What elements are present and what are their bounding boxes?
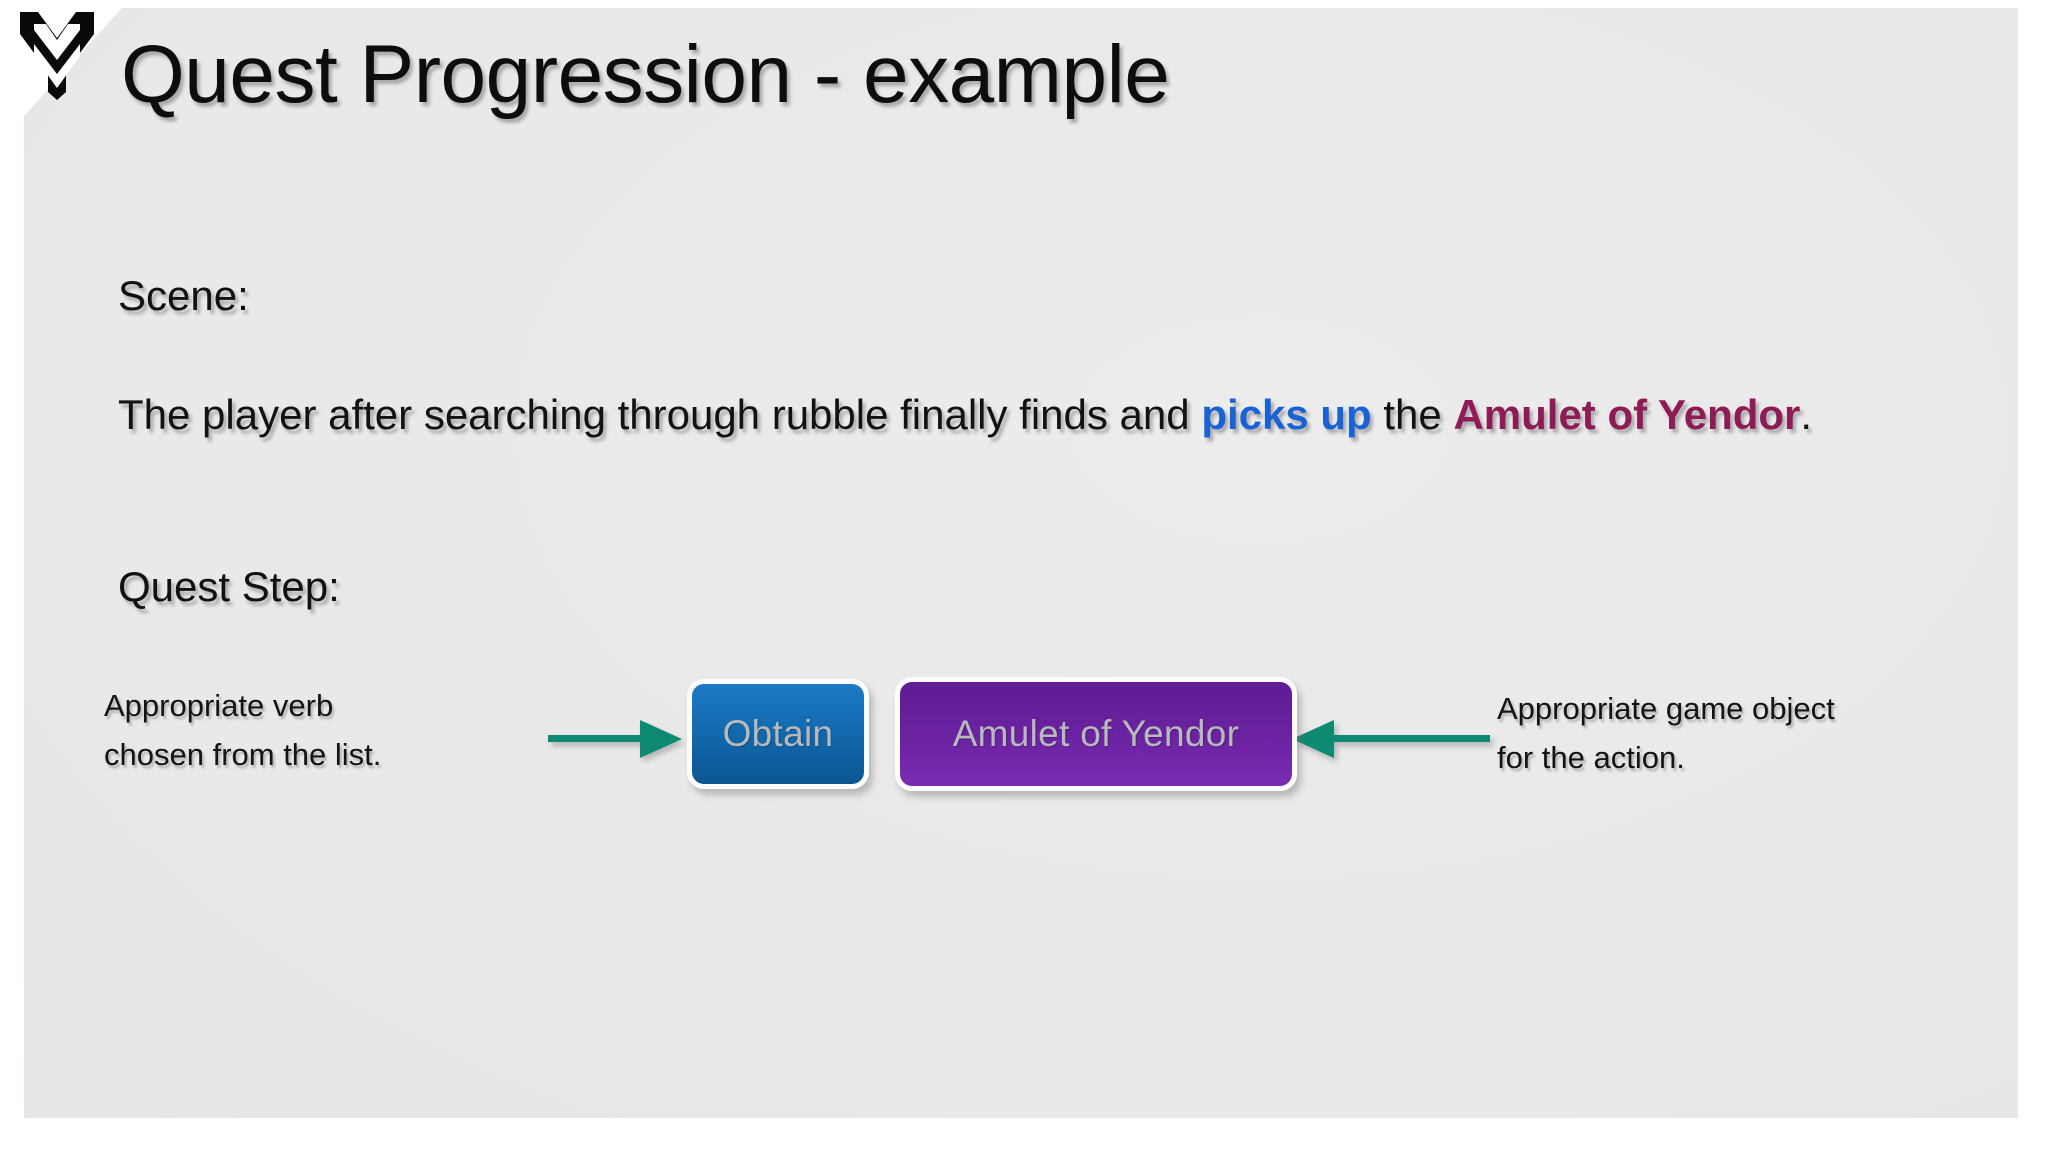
arrow-left-pointing-icon	[1290, 714, 1490, 769]
quest-step-label: Quest Step:	[118, 563, 340, 610]
annotation-left-line-2: chosen from the list.	[104, 737, 382, 772]
annotation-left: Appropriate verb chosen from the list.	[104, 681, 524, 779]
page-title: Quest Progression - example	[121, 29, 1170, 120]
scene-text-highlight-object: Amulet of Yendor	[1453, 391, 1801, 438]
scene-text-run-2: the	[1371, 391, 1454, 438]
annotation-right: Appropriate game object for the action.	[1497, 684, 1967, 782]
scene-body-text: The player after searching through rubbl…	[118, 386, 1878, 444]
quest-step-object-label: Amulet of Yendor	[952, 713, 1240, 754]
quest-step-verb-label: Obtain	[722, 713, 834, 754]
slide-surface	[24, 8, 2018, 1118]
scene-label: Scene:	[118, 272, 249, 319]
annotation-left-line-1: Appropriate verb	[104, 688, 334, 723]
quest-step-verb-node[interactable]: Obtain	[687, 679, 869, 789]
arrow-right-pointing-icon	[548, 714, 688, 769]
double-chevron-shield-logo-icon	[14, 4, 100, 100]
scene-text-highlight-verb: picks up	[1201, 391, 1372, 438]
annotation-right-line-1: Appropriate game object	[1497, 691, 1835, 726]
scene-text-run-1: The player after searching through rubbl…	[118, 391, 1202, 438]
annotation-right-line-2: for the action.	[1497, 740, 1685, 775]
quest-step-object-node[interactable]: Amulet of Yendor	[895, 677, 1297, 791]
scene-text-run-3: .	[1800, 391, 1813, 438]
